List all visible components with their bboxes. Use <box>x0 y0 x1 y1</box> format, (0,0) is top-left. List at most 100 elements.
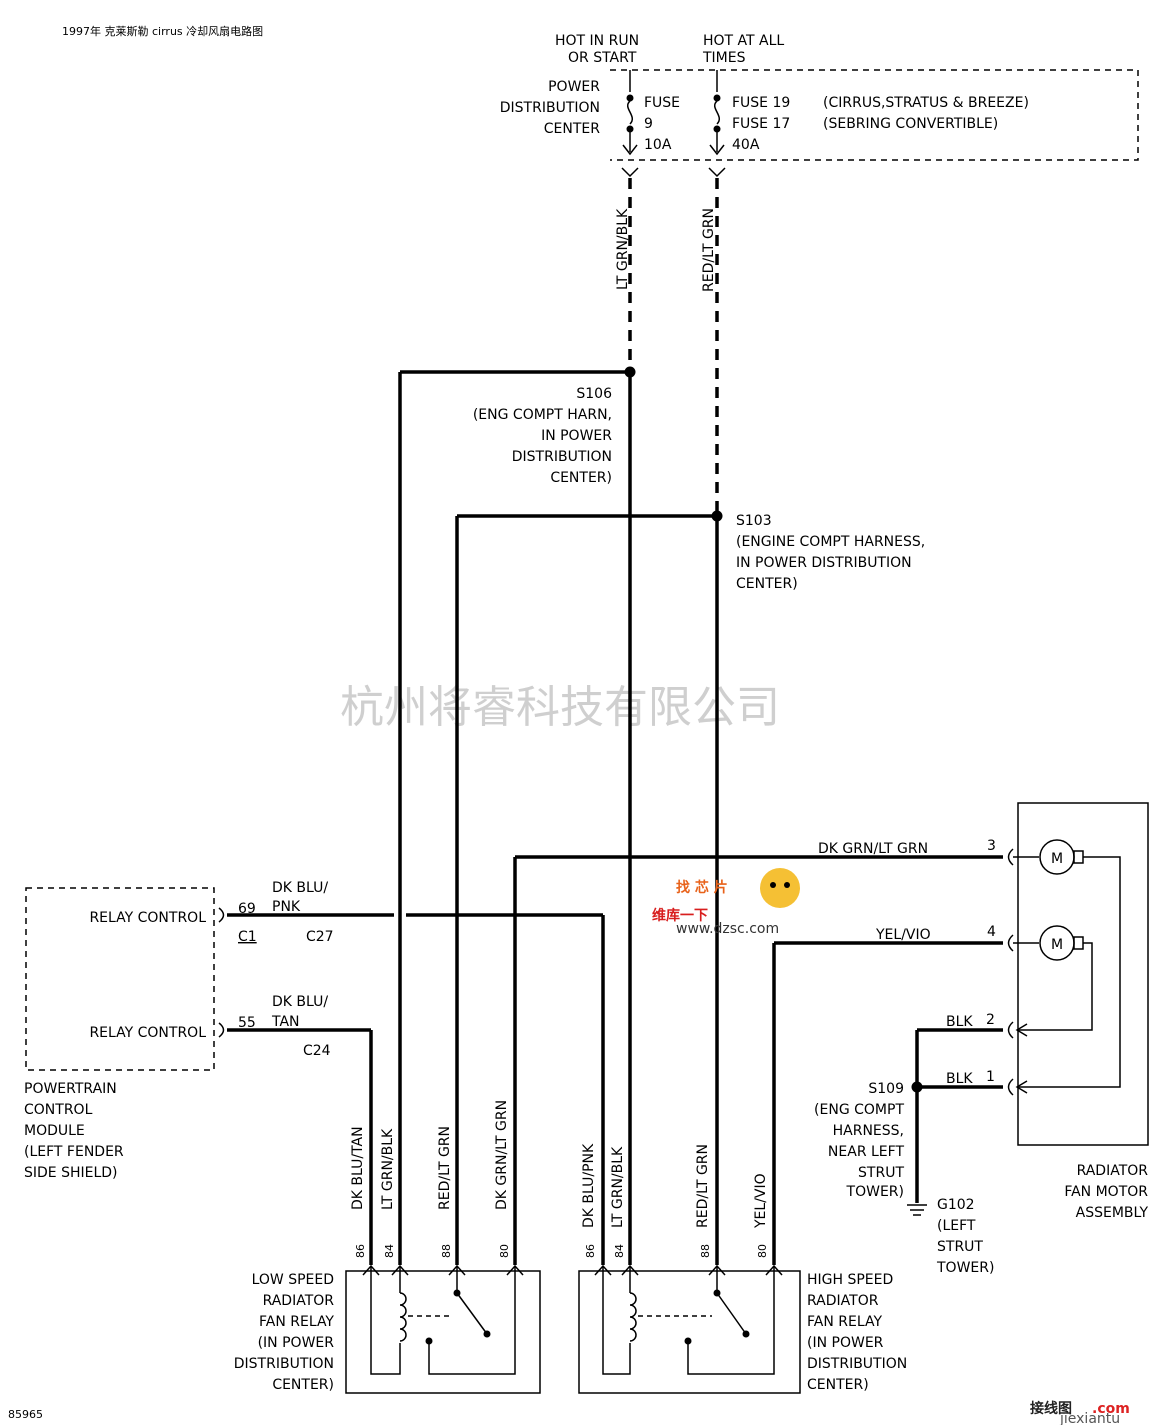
high-relay-coil-wire <box>602 1266 631 1375</box>
pdc-label-3: CENTER <box>544 121 600 137</box>
logo-top: 找 芯 片 <box>676 879 728 896</box>
connector-icon <box>1007 1021 1014 1039</box>
wire-label-blk-1: BLK <box>946 1071 973 1087</box>
diagram-title: 1997年 克莱斯勒 cirrus 冷却风扇电路图 <box>62 24 263 38</box>
s103-label-4: CENTER) <box>736 576 798 592</box>
low-relay-label-6: CENTER) <box>272 1377 334 1393</box>
motor-pin-4: 4 <box>987 924 996 940</box>
high-relay-pin-86: 86 <box>584 1244 597 1258</box>
low-speed-relay: 86 84 88 80 LOW SPEED RADIATOR FAN RELAY… <box>234 1244 541 1394</box>
pcm-box <box>25 887 215 1071</box>
wire-label-v-yel-vio: YEL/VIO <box>753 1173 769 1229</box>
switch-arm-icon <box>716 1292 747 1335</box>
motor-label-3: ASSEMBLY <box>1076 1205 1149 1221</box>
low-relay-coil-wire <box>370 1266 401 1375</box>
low-relay-label-3: FAN RELAY <box>259 1314 334 1330</box>
high-speed-relay: 86 84 88 80 HIGH SPEED RADIATOR FAN RELA… <box>578 1244 907 1394</box>
logo-mid: 维库一下 <box>652 907 708 924</box>
fuse-note-1: (CIRRUS,STRATUS & BREEZE) <box>823 95 1029 111</box>
s109-label-2: (ENG COMPT <box>814 1102 904 1118</box>
fuse-a-label-1: FUSE <box>644 95 680 111</box>
high-relay-label-6: CENTER) <box>807 1377 869 1393</box>
s109-label-5: STRUT <box>858 1165 904 1181</box>
wire-label-yel-vio: YEL/VIO <box>875 927 931 943</box>
fuse-9-icon <box>622 70 638 156</box>
s106-label-3: IN POWER <box>541 428 612 444</box>
low-relay-label-4: (IN POWER <box>258 1335 335 1351</box>
wire-label-dk-grn-lt-grn: DK GRN/LT GRN <box>818 841 928 857</box>
pcm-label-1: POWERTRAIN <box>24 1081 117 1097</box>
pdc-label-2: DISTRIBUTION <box>500 100 600 116</box>
low-relay-label-2: RADIATOR <box>263 1293 335 1309</box>
fuse-b-label-1: FUSE 19 <box>732 95 790 111</box>
pcm-label-4: (LEFT FENDER <box>24 1144 124 1160</box>
dzsc-logo: 找 芯 片 维库一下 www.dzsc.com <box>652 868 800 937</box>
connector-icon <box>218 907 225 923</box>
g102-label-4: TOWER) <box>936 1260 994 1276</box>
logo-mascot-icon <box>760 868 800 908</box>
pcm-label-3: MODULE <box>24 1123 85 1139</box>
connector-chevron-icon <box>621 167 639 178</box>
motor-symbol-1: M <box>1051 851 1063 867</box>
s103-label-2: (ENGINE COMPT HARNESS, <box>736 534 925 550</box>
footer-brand-left: 接线图 <box>1030 1400 1072 1417</box>
hot-run-label-2: OR START <box>568 50 637 66</box>
g102-label-2: (LEFT <box>937 1218 976 1234</box>
watermark: 杭州将睿科技有限公司 <box>340 682 780 733</box>
switch-contact-icon <box>742 1330 750 1338</box>
low-relay-pin-88: 88 <box>440 1244 453 1258</box>
low-relay-output-wire <box>428 1266 516 1375</box>
arrow-icon <box>1015 1080 1028 1094</box>
powertrain-control-module: RELAY CONTROL RELAY CONTROL 69 C1 C27 55… <box>24 887 334 1181</box>
wire-label-dk-blu-pnk-2: PNK <box>272 899 301 915</box>
switch-contact-icon <box>483 1330 491 1338</box>
wire-label-v-lt-grn-blk-b: LT GRN/BLK <box>610 1146 626 1228</box>
fuse-a-label-2: 9 <box>644 116 653 132</box>
high-relay-label-4: (IN POWER <box>807 1335 884 1351</box>
low-relay-pin-86: 86 <box>354 1244 367 1258</box>
low-relay-label-1: LOW SPEED <box>252 1272 334 1288</box>
s103-label-3: IN POWER DISTRIBUTION <box>736 555 912 571</box>
wire-label-v-dk-blu-tan: DK BLU/TAN <box>350 1126 366 1210</box>
high-relay-pin-88: 88 <box>699 1244 712 1258</box>
logo-url: www.dzsc.com <box>676 921 779 937</box>
power-distribution-center: HOT IN RUN OR START HOT AT ALL TIMES POW… <box>500 33 1139 161</box>
s109-label-1: S109 <box>868 1081 904 1097</box>
pcm-connector-c1: C1 <box>238 929 257 945</box>
high-relay-label-1: HIGH SPEED <box>807 1272 893 1288</box>
hot-all-label-2: TIMES <box>702 50 746 66</box>
s109-label-6: TOWER) <box>846 1184 904 1200</box>
fuse-b-label-2: FUSE 17 <box>732 116 790 132</box>
pdc-box <box>610 69 1139 161</box>
g102-label-1: G102 <box>937 1197 975 1213</box>
fuse-a-label-3: 10A <box>644 137 672 153</box>
pcm-label-2: CONTROL <box>24 1102 93 1118</box>
hot-all-label-1: HOT AT ALL <box>703 33 784 49</box>
g102-label-3: STRUT <box>937 1239 983 1255</box>
high-relay-output-wire <box>687 1266 775 1375</box>
s106-label-1: S106 <box>576 386 612 402</box>
footer-brand-right: .com <box>1092 1401 1130 1417</box>
fuse-note-2: (SEBRING CONVERTIBLE) <box>823 116 998 132</box>
wire-label-blk-2: BLK <box>946 1014 973 1030</box>
coil-icon <box>629 1292 637 1342</box>
motor-pin-3: 3 <box>987 838 996 854</box>
wire-label-v-red-lt-grn-a: RED/LT GRN <box>437 1126 453 1210</box>
s109-label-4: NEAR LEFT <box>828 1144 905 1160</box>
connector-icon <box>1007 1078 1014 1096</box>
pcm-relay-control-2: RELAY CONTROL <box>89 1025 206 1041</box>
s109-label-3: HARNESS, <box>833 1123 904 1139</box>
motor-label-1: RADIATOR <box>1077 1163 1149 1179</box>
motor-label-2: FAN MOTOR <box>1064 1184 1148 1200</box>
connector-icon <box>1007 934 1014 952</box>
wire-label-v-red-lt-grn-b: RED/LT GRN <box>695 1144 711 1228</box>
pcm-label-5: SIDE SHIELD) <box>24 1165 118 1181</box>
high-relay-pin-84: 84 <box>613 1244 626 1258</box>
coil-icon <box>399 1292 407 1342</box>
wire-label-dk-blu-pnk-1: DK BLU/ <box>272 880 328 896</box>
s106-label-4: DISTRIBUTION <box>512 449 612 465</box>
motor-assembly-box <box>1017 802 1149 1146</box>
pdc-label-1: POWER <box>548 79 600 95</box>
switch-arm-icon <box>456 1292 488 1335</box>
